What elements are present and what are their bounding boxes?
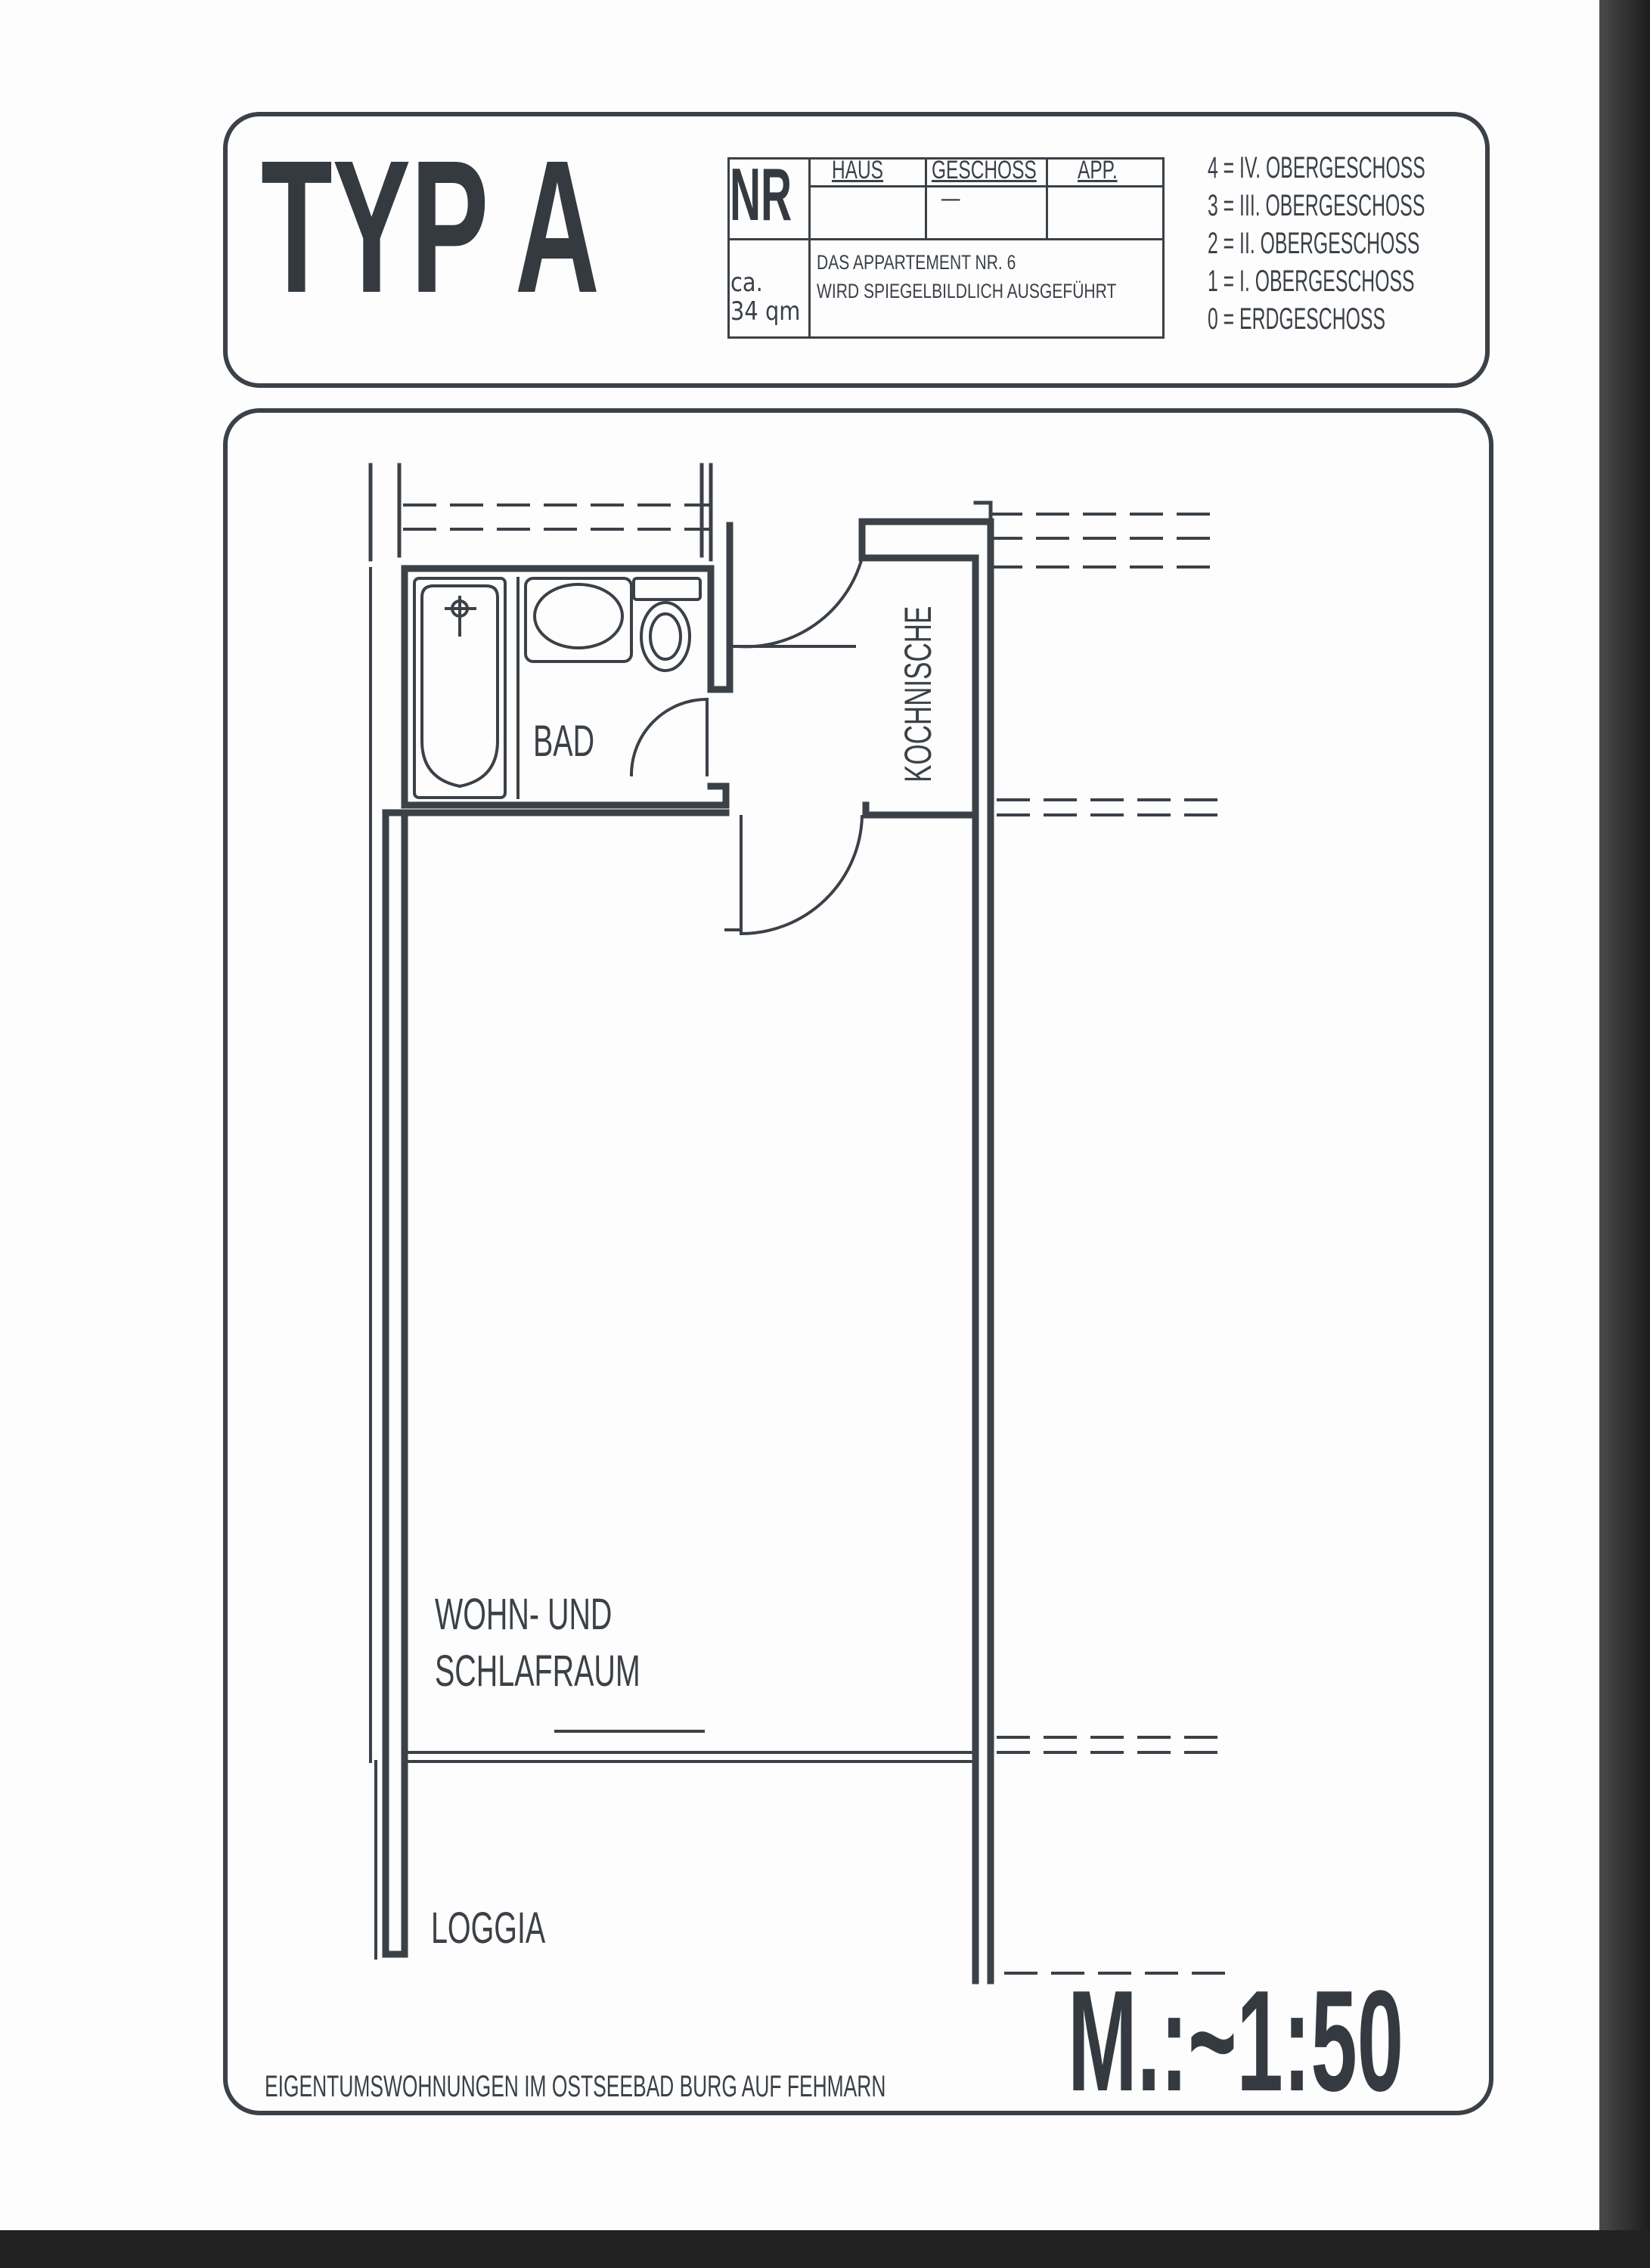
room-label-living-line2: SCHLAFRAUM bbox=[435, 1647, 640, 1696]
scan-bottom-edge bbox=[0, 2230, 1650, 2268]
washbasin-icon bbox=[524, 577, 633, 663]
plan-frame bbox=[223, 408, 1493, 2115]
floor-item: 0 = ERDGESCHOSS bbox=[1208, 302, 1385, 336]
room-label-loggia: LOGGIA bbox=[431, 1904, 546, 1953]
nr-label: NR bbox=[730, 153, 792, 236]
area-note: ca. 34 qm bbox=[730, 268, 800, 326]
upper-stubs bbox=[368, 463, 993, 562]
geschoss-value: — bbox=[941, 184, 960, 212]
col-haus: HAUS bbox=[832, 156, 884, 184]
info-table bbox=[727, 157, 1165, 339]
mirror-note: DAS APPARTEMENT NR. 6 WIRD SPIEGELBILDLI… bbox=[817, 248, 1116, 305]
structural-walls bbox=[382, 518, 994, 1984]
loggia-window bbox=[407, 1730, 977, 1763]
floor-item: 1 = I. OBERGESCHOSS bbox=[1208, 265, 1415, 298]
area-prefix: ca. bbox=[730, 268, 763, 298]
col-geschoss: GESCHOSS bbox=[932, 156, 1037, 184]
area-value: 34 qm bbox=[730, 296, 801, 327]
room-label-living-line1: WOHN- UND bbox=[435, 1590, 613, 1639]
col-app: APP. bbox=[1078, 156, 1118, 184]
room-label-bathroom: BAD bbox=[533, 717, 595, 766]
floor-item: 2 = II. OBERGESCHOSS bbox=[1208, 227, 1420, 260]
door-swings bbox=[629, 556, 864, 936]
scale-label: M.:~1:50 bbox=[1068, 1961, 1404, 2121]
upper-dashed-walls bbox=[403, 503, 1227, 1975]
type-title: TYP A bbox=[261, 121, 600, 332]
scan-shadow bbox=[1599, 0, 1650, 2268]
mirror-note-line1: DAS APPARTEMENT NR. 6 bbox=[817, 251, 1016, 274]
bathtub-icon bbox=[413, 577, 520, 799]
floor-item: 4 = IV. OBERGESCHOSS bbox=[1208, 151, 1425, 184]
mirror-note-line2: WIRD SPIEGELBILDLICH AUSGEFÜHRT bbox=[817, 280, 1117, 302]
floor-item: 3 = III. OBERGESCHOSS bbox=[1208, 189, 1425, 222]
geschoss-column bbox=[925, 157, 1048, 240]
project-note: EIGENTUMSWOHNUNGEN IM OSTSEEBAD BURG AUF… bbox=[265, 2070, 886, 2103]
floor-legend: 4 = IV. OBERGESCHOSS 3 = III. OBERGESCHO… bbox=[1208, 149, 1425, 338]
toilet-icon bbox=[632, 577, 702, 672]
paper-sheet bbox=[0, 0, 1599, 2230]
room-label-kitchen: KOCHNISCHE bbox=[897, 606, 939, 782]
outer-thin-walls bbox=[369, 567, 377, 1960]
header-frame bbox=[223, 112, 1490, 388]
